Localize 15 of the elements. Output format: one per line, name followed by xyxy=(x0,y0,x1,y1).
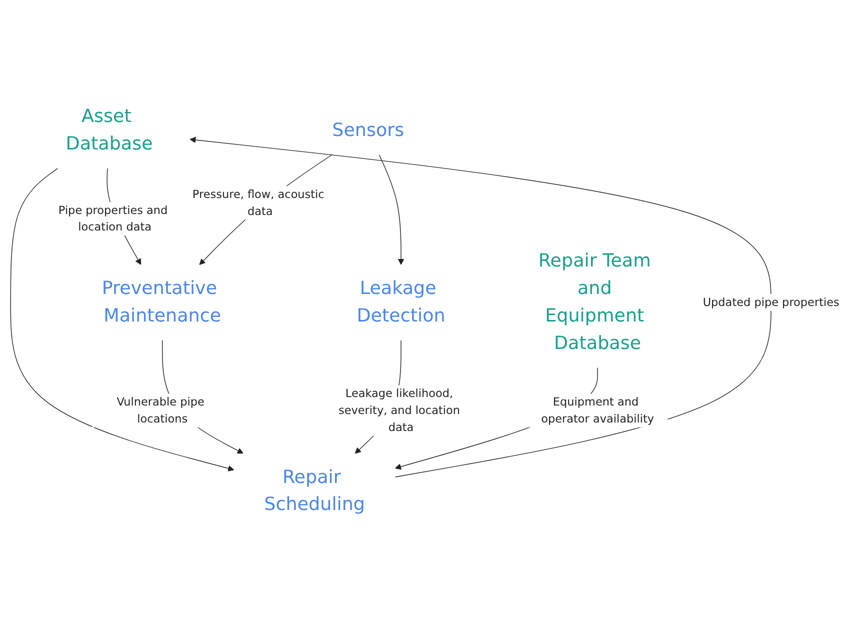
node-text: Repair Scheduling xyxy=(264,466,365,515)
node-text: Sensors xyxy=(332,119,404,140)
flowchart-drawing: Pipe properties and location data Pressure, flow, acoustic data Vulnerable pipe locations Leakage likelihood, severity, and location data Updated pipe properties Equipment and operator availability Asset Database Sensors Preventative Maintenance Leakage Detection Repair Scheduling Repair Team and Equipment Database xyxy=(5,86,845,534)
arrow xyxy=(190,136,772,477)
node-text: Repair Team and Equipment Database xyxy=(538,250,651,354)
node-text: Asset Database xyxy=(66,106,153,154)
edge-label: Updated pipe properties xyxy=(702,295,840,308)
edge-label: Pipe properties and location data xyxy=(58,202,168,234)
node-text: Preventative Maintenance xyxy=(102,278,222,326)
edge-label: Pressure, flow, acoustic data xyxy=(192,187,324,218)
edge-label: Leakage likelihood, severity, and location data xyxy=(338,386,460,434)
arrow xyxy=(378,154,404,264)
node-text: Leakage Detection xyxy=(356,278,446,326)
edge-label: Equipment and operator availability xyxy=(541,394,654,425)
edge-label: Vulnerable pipe locations xyxy=(116,394,204,425)
